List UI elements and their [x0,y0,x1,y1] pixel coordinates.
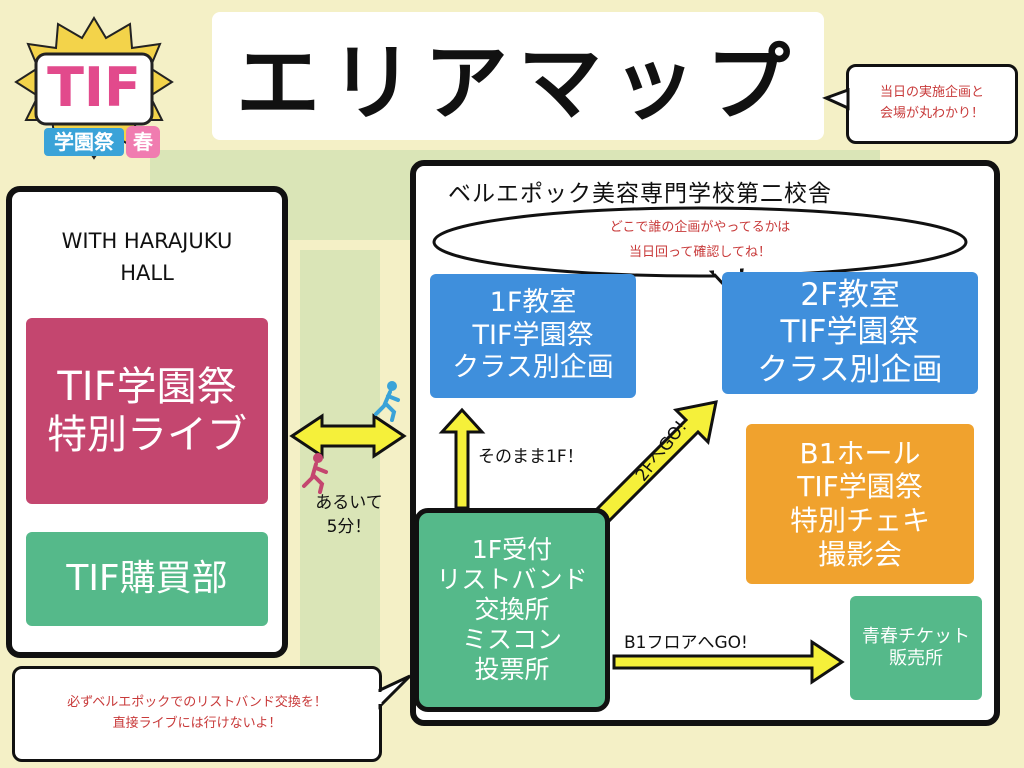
to-1f-label: そのまま1F！ [478,447,584,467]
reception-line: 1F受付 [471,535,553,564]
b1-hall-line: B1ホール [799,436,921,470]
room-2f-line: 2F教室 [800,277,900,314]
logo-burst-icon [14,16,174,160]
bottom-note-line: 直接ライブには行けないよ！ [112,716,282,731]
live-card: TIF学園祭 特別ライブ [26,318,268,504]
logo-sub-text: 学園祭 [44,128,124,156]
tif-logo: TIF 学園祭 春 [14,16,174,166]
title-note: 当日の実施企画と 会場が丸わかり！ [846,64,1018,144]
room-2f-card: 2F教室 TIF学園祭 クラス別企画 [722,272,978,394]
speech-bubble-text: どこで誰の企画がやってるかは 当日回って確認してね！ [480,216,920,265]
ticket-card-line: 青春チケット [862,626,970,648]
reception-line: リストバンド [436,565,588,594]
b1-hall-line: 特別チェキ [789,504,930,537]
shop-card-label: TIF購買部 [66,558,228,600]
room-2f-line: クラス別企画 [757,351,943,388]
live-card-line: 特別ライブ [47,412,247,458]
background-band [300,250,380,670]
to-b1-label: B1フロアへGO! [624,633,748,653]
arrow-to-1f [438,407,486,510]
room-2f-line: TIF学園祭 [780,314,920,351]
school-heading: ベルエポック美容専門学校第二校舎 [448,181,832,207]
speech-bubble-line: 当日回って確認してね！ [629,244,771,260]
bottom-note: 必ずベルエポックでのリストバンド交換を！ 直接ライブには行けないよ！ [12,666,382,762]
arrow-walk [289,413,407,459]
walk-note: あるいて 5分！ [304,492,394,540]
walking-person-icon [302,453,328,494]
arrow-to-b1 [612,639,845,685]
reception-line: 交換所 [474,595,550,624]
harajuku-heading-line: WITH HARAJUKU [61,229,233,253]
room-1f-line: クラス別企画 [452,352,614,384]
speech-bubble-line: どこで誰の企画がやってるかは [609,220,791,235]
walk-note-line: あるいて [315,493,383,513]
b1-hall-line: 撮影会 [817,537,902,571]
title-note-line: 会場が丸わかり！ [879,106,984,121]
room-1f-line: 1F教室 [489,287,577,319]
logo-badge-text: 春 [126,126,160,158]
title-note-line: 当日の実施企画と [879,85,984,101]
ticket-card-line: 販売所 [889,648,943,669]
reception-line: ミスコン [461,625,562,654]
reception-line: 投票所 [474,655,550,684]
page-title-text: エリアマップ [235,33,800,132]
walk-note-line: 5分！ [326,516,372,537]
live-card-line: TIF学園祭 [57,364,237,410]
room-1f-line: TIF学園祭 [472,319,594,351]
bottom-note-line: 必ずベルエポックでのリストバンド交換を！ [67,695,327,711]
shop-card: TIF購買部 [26,532,268,626]
b1-hall-line: TIF学園祭 [797,470,923,504]
room-1f-card: 1F教室 TIF学園祭 クラス別企画 [430,274,636,398]
arrow-to-2f [593,400,718,525]
harajuku-heading: WITH HARAJUKU HALL [14,226,280,289]
ticket-card: 青春チケット 販売所 [850,596,982,700]
b1-hall-card: B1ホール TIF学園祭 特別チェキ 撮影会 [746,424,974,584]
logo-main-text: TIF [47,56,141,119]
harajuku-heading-line: HALL [120,260,174,285]
page-title: エリアマップ [212,12,824,140]
walking-person-icon [374,381,400,422]
reception-card: 1F受付 リストバンド 交換所 ミスコン 投票所 [414,508,610,712]
